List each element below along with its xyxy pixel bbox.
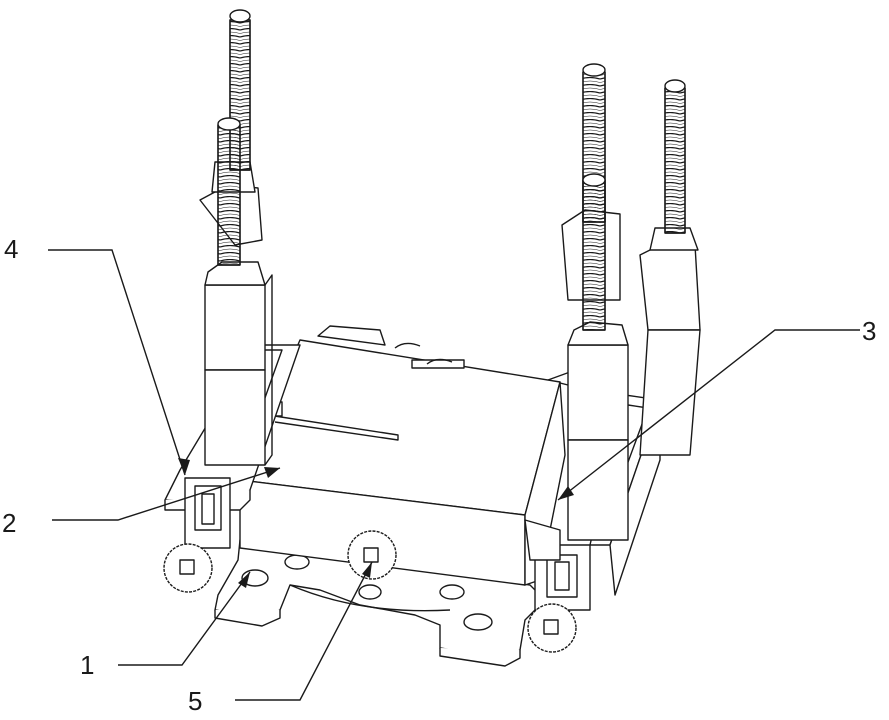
callout-label-2: 2 xyxy=(2,510,16,536)
callout-label-5: 5 xyxy=(188,688,202,714)
knob-center-hub xyxy=(364,548,378,562)
callout-label-1: 1 xyxy=(80,652,94,678)
callout-label-4: 4 xyxy=(4,236,18,262)
right-rear-column xyxy=(640,80,700,455)
callout-label-3: 3 xyxy=(862,318,876,344)
knob-left-hub xyxy=(180,560,194,574)
leader-4 xyxy=(48,250,185,475)
knob-right-hub xyxy=(544,620,558,634)
